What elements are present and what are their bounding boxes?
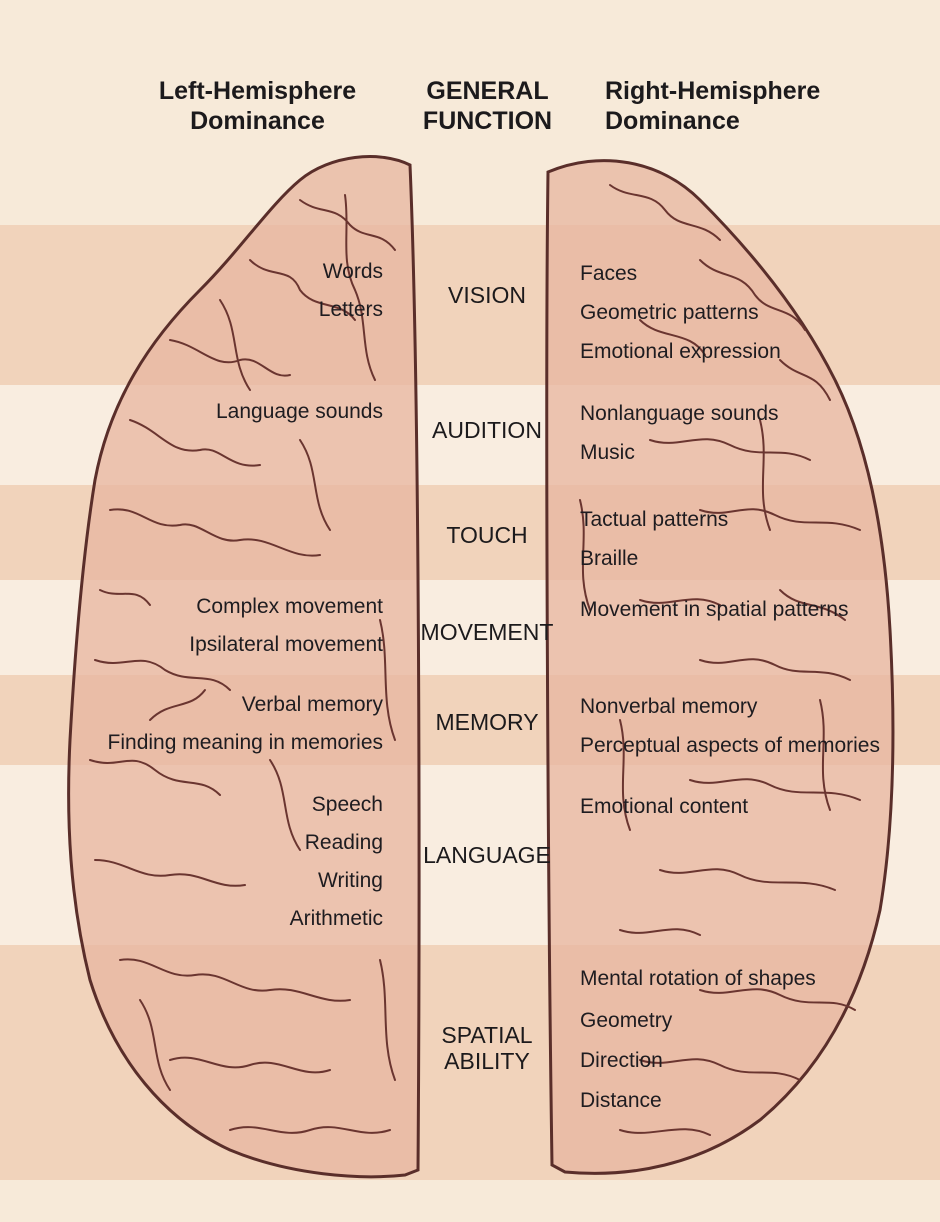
right-dominance-label: Geometry: [580, 1009, 672, 1033]
left-dominance-label: Verbal memory: [242, 693, 383, 717]
function-name: TOUCH: [377, 522, 597, 548]
left-dominance-label: Speech: [312, 793, 383, 817]
right-hemisphere-header: Right-Hemisphere Dominance: [605, 76, 865, 136]
left-dominance-label: Letters: [319, 298, 383, 322]
right-dominance-label: Braille: [580, 547, 638, 571]
left-header-line: Dominance: [135, 106, 380, 136]
function-name: LANGUAGE: [377, 842, 597, 868]
right-dominance-label: Nonverbal memory: [580, 695, 757, 719]
function-name-line: MOVEMENT: [377, 619, 597, 645]
left-dominance-label: Ipsilateral movement: [189, 633, 383, 657]
right-dominance-label: Movement in spatial patterns: [580, 598, 848, 622]
function-name-line: AUDITION: [377, 417, 597, 443]
right-dominance-label: Perceptual aspects of memories: [580, 734, 880, 758]
right-dominance-label: Geometric patterns: [580, 301, 759, 325]
right-dominance-label: Emotional expression: [580, 340, 781, 364]
center-header-line: GENERAL: [400, 76, 575, 106]
function-name-line: ABILITY: [377, 1048, 597, 1074]
general-function-header: GENERAL FUNCTION: [400, 76, 575, 136]
left-dominance-label: Finding meaning in memories: [108, 731, 383, 755]
left-dominance-label: Words: [323, 260, 383, 284]
left-dominance-label: Writing: [318, 869, 383, 893]
right-header-line: Dominance: [605, 106, 865, 136]
left-header-line: Left-Hemisphere: [135, 76, 380, 106]
left-hemisphere-header: Left-Hemisphere Dominance: [135, 76, 380, 136]
right-dominance-label: Emotional content: [580, 795, 748, 819]
function-name: MOVEMENT: [377, 619, 597, 645]
function-name-line: VISION: [377, 282, 597, 308]
right-dominance-label: Faces: [580, 262, 637, 286]
left-dominance-label: Arithmetic: [290, 907, 383, 931]
right-header-line: Right-Hemisphere: [605, 76, 865, 106]
function-name: VISION: [377, 282, 597, 308]
left-dominance-label: Reading: [305, 831, 383, 855]
right-dominance-label: Tactual patterns: [580, 508, 728, 532]
right-dominance-label: Music: [580, 441, 635, 465]
center-header-line: FUNCTION: [400, 106, 575, 136]
function-name-line: SPATIAL: [377, 1022, 597, 1048]
function-name: MEMORY: [377, 709, 597, 735]
left-dominance-label: Language sounds: [216, 400, 383, 424]
right-dominance-label: Mental rotation of shapes: [580, 967, 816, 991]
right-dominance-label: Distance: [580, 1089, 662, 1113]
right-dominance-label: Direction: [580, 1049, 663, 1073]
right-dominance-label: Nonlanguage sounds: [580, 402, 779, 426]
function-name-line: TOUCH: [377, 522, 597, 548]
function-name: AUDITION: [377, 417, 597, 443]
function-name-line: MEMORY: [377, 709, 597, 735]
left-dominance-label: Complex movement: [196, 595, 383, 619]
function-name-line: LANGUAGE: [377, 842, 597, 868]
